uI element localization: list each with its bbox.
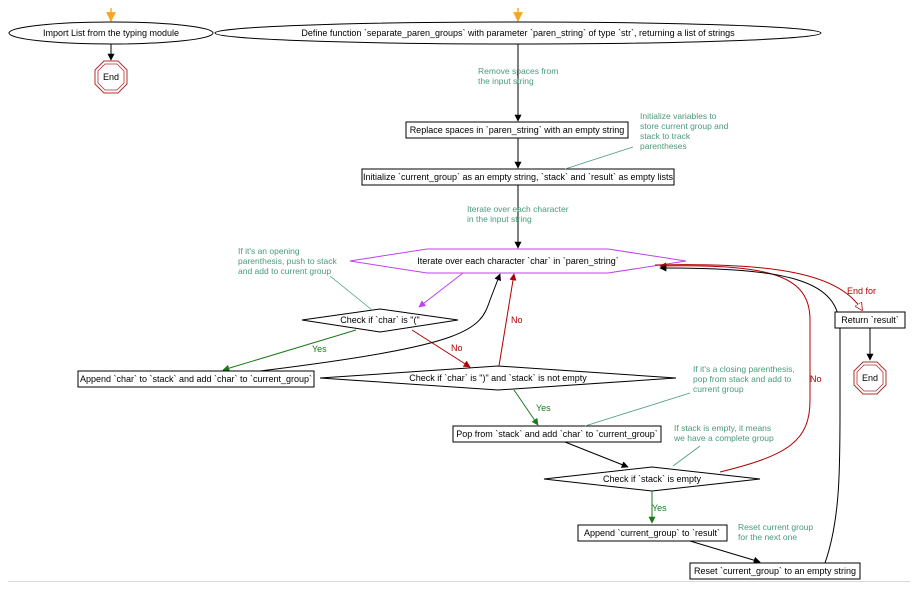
check-open-node[interactable] [301,308,459,333]
note-remove-spaces-line-2: the input string [478,76,534,86]
check-empty-node[interactable] [543,466,761,492]
pop-to-check-empty-edge [564,441,629,468]
end-node-right[interactable] [853,361,887,395]
check-empty-no-edge [659,262,811,473]
append-result-node[interactable] [577,524,728,542]
loop-node[interactable] [349,248,687,274]
note-reset-line-1: Reset current group [738,522,813,532]
note-stack-empty-line-1: If stack is empty, it means [674,423,771,433]
note-opening-line-1: If it's an opening [238,246,300,256]
check-empty-yes-label: Yes [652,503,667,513]
note-init-vars-line-1: Initialize variables to [640,111,717,121]
pop-node[interactable] [452,425,662,443]
note-stack-empty-line-2: we have a complete group [673,433,774,443]
bottom-divider [8,581,910,582]
check-close-yes-edge [513,389,539,426]
note-opening-line-3: and add to current group [238,266,331,276]
loop-end-for-label: End for [847,286,876,296]
loop-to-check-open-edge [418,272,464,308]
check-open-yes-edge [222,329,357,372]
check-open-no-label: No [451,343,463,353]
append-stack-to-loop-edge [259,273,502,372]
pop-node-label: Pop from `stack` and add `char` to `curr… [456,429,658,439]
note-closing-line-1: If it's a closing parenthesis, [693,364,795,374]
svg-text:If it's a closing parenthesis,: If it's a closing parenthesis,pop from s… [693,364,795,394]
end-node-left-inner [97,63,125,91]
append-stack-node-label: Append `char` to `stack` and add `char` … [80,374,312,384]
end-node-right-inner [856,364,884,392]
reset-node-label: Reset `current_group` to an empty string [694,566,856,576]
reset-node[interactable] [689,562,861,580]
end-node-left-label: End [103,72,119,82]
check-open-yes-label: Yes [312,344,327,354]
note-closing-connector [584,392,691,427]
end-node-left[interactable] [94,60,128,94]
check-close-no-label: No [511,315,523,325]
check-open-no-edge [411,329,471,368]
note-init-vars-line-3: stack to track [640,131,691,141]
note-remove-spaces-line-1: Remove spaces from [478,66,558,76]
check-empty-no-label: No [810,374,822,384]
import-node-label: Import List from the typing module [43,28,179,38]
append-result-to-reset-edge [689,540,761,564]
check-close-no-edge [498,273,517,367]
define-node-label: Define function `separate_paren_groups` … [301,28,735,38]
note-init-vars-line-2: store current group and [640,121,729,131]
note-closing-line-3: current group [693,384,744,394]
note-init-vars-line-4: parentheses [640,141,687,151]
check-close-node-label: Check if `char` is ")" and `stack` is no… [409,373,587,383]
note-closing: If it's a closing parenthesis,pop from s… [584,364,795,427]
replace-node-label: Replace spaces in `paren_string` with an… [410,125,625,135]
replace-node[interactable] [405,121,629,139]
note-opening-connector [329,275,373,311]
note-closing-line-2: pop from stack and add to [693,374,792,384]
loop-node-label: Iterate over each character `char` in `p… [417,256,619,266]
note-iterate-line-1: Iterate over each character [467,204,569,214]
check-close-yes-label: Yes [536,403,551,413]
append-stack-node[interactable] [77,370,315,388]
note-opening-line-2: parenthesis, push to stack [238,256,338,266]
note-stack-empty-connector [672,445,701,467]
note-iterate-line-2: in the input string [467,214,532,224]
end-node-right-label: End [862,373,878,383]
check-empty-node-label: Check if `stack` is empty [603,474,702,484]
note-reset-line-2: for the next one [738,532,797,542]
init-node-label: Initialize `current_group` as an empty s… [363,172,674,182]
loop-end-for-edge [654,264,862,310]
check-close-node[interactable] [319,365,677,391]
reset-to-loop-edge [659,264,841,564]
note-init-vars-connector [564,146,634,170]
check-open-node-label: Check if `char` is "(" [340,315,419,325]
return-node-label: Return `result` [841,315,899,325]
append-result-node-label: Append `current_group` to `result` [584,528,720,538]
